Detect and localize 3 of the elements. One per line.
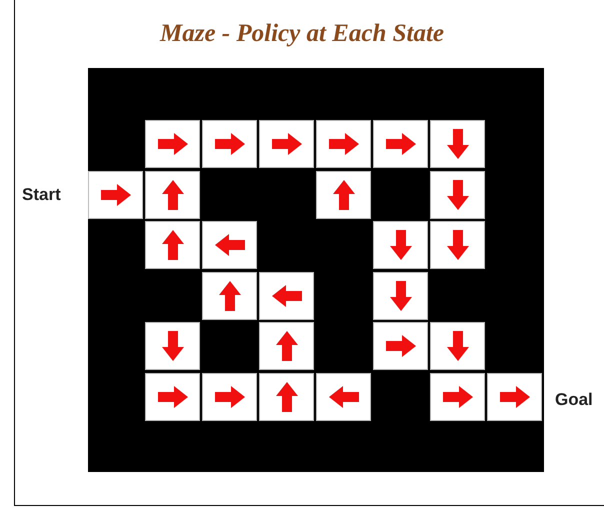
maze-label: Goal [555,390,593,410]
diagram-title: Maze - Policy at Each State [158,20,445,48]
maze-label: Start [22,185,61,205]
